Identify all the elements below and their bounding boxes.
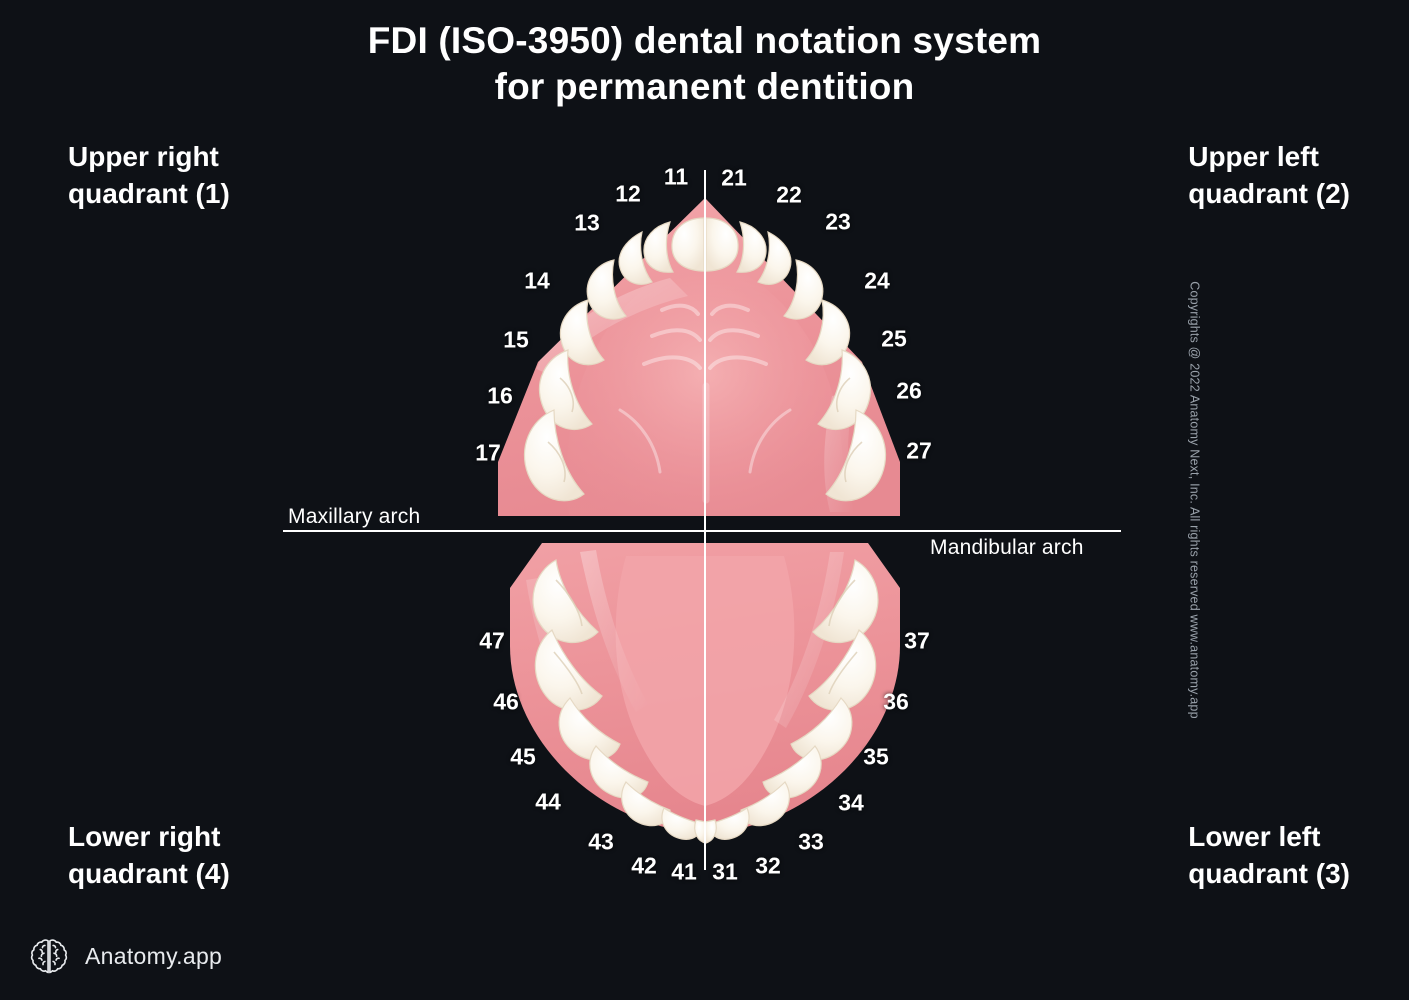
tooth-number-14: 14 [524,267,550,294]
tooth-number-25: 25 [881,325,907,352]
tooth-number-16: 16 [487,382,513,409]
tooth-number-34: 34 [838,789,864,816]
tooth-number-45: 45 [510,743,536,770]
maxillary-teeth-left [705,217,887,502]
maxillary-arch-label: Maxillary arch [288,505,421,528]
tooth-number-33: 33 [798,828,824,855]
title-line-1: FDI (ISO-3950) dental notation system [367,20,1042,61]
tooth-number-13: 13 [574,209,600,236]
page-title: FDI (ISO-3950) dental notation system fo… [0,18,1409,111]
dental-model-illustration [430,160,990,880]
mandibular-arch-model [510,543,900,844]
tooth-number-46: 46 [493,688,519,715]
tooth-number-24: 24 [864,267,890,294]
tooth-number-17: 17 [475,439,501,466]
title-line-2: for permanent dentition [494,66,915,108]
tooth-number-41: 41 [671,858,697,885]
tooth-number-31: 31 [712,858,738,885]
tooth-number-23: 23 [825,208,851,235]
brand-name: Anatomy.app [85,942,223,969]
tooth-number-47: 47 [479,627,505,654]
copyright-notice: Copyrights @ 2022 Anatomy Next, Inc. All… [1187,281,1202,719]
tooth-number-11: 11 [663,163,689,190]
tooth-number-36: 36 [883,688,909,715]
tooth-number-22: 22 [776,181,802,208]
tooth-number-35: 35 [863,743,889,770]
tooth-number-26: 26 [896,377,922,404]
maxillary-teeth [523,217,705,502]
tooth-number-42: 42 [631,852,657,879]
mandibular-arch-label: Mandibular arch [930,536,1084,559]
maxillary-arch-model [498,198,900,516]
quadrant-label-lower-left: Lower left quadrant (3) [1188,821,1350,890]
tooth-number-12: 12 [615,180,641,207]
quadrant-label-lower-right: Lower right quadrant (4) [68,821,230,890]
tooth-number-21: 21 [721,164,747,191]
tooth-number-27: 27 [906,437,932,464]
tooth-number-37: 37 [904,627,930,654]
brain-icon [27,934,71,978]
arch-divider-line [283,530,1121,532]
tooth-number-43: 43 [588,828,614,855]
quadrant-label-upper-right: Upper right quadrant (1) [68,141,230,210]
tooth-number-15: 15 [503,326,529,353]
tooth-number-44: 44 [535,788,561,815]
quadrant-label-upper-left: Upper left quadrant (2) [1188,141,1350,210]
midline-divider [704,170,706,870]
tooth-number-32: 32 [755,852,781,879]
brand-logo: Anatomy.app [27,934,222,978]
